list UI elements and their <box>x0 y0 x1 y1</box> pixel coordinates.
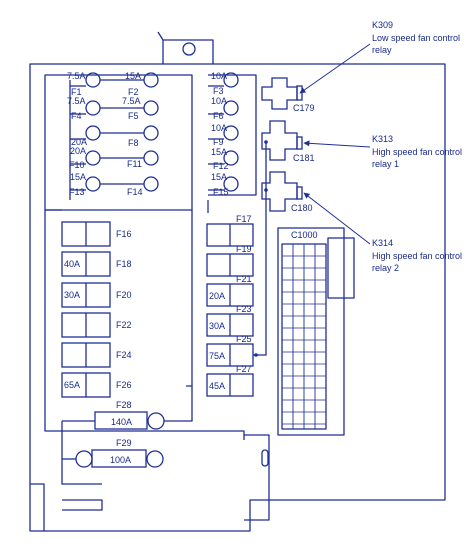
f10-label: F10 <box>69 160 85 170</box>
k314-line2: relay 2 <box>372 263 399 273</box>
f4-label: F4 <box>71 111 82 121</box>
f20-label: F20 <box>116 290 132 300</box>
f28-label: F28 <box>116 400 132 410</box>
f12-label: F12 <box>213 161 229 171</box>
f26-rating: 65A <box>64 380 80 390</box>
f5-rating: 7.5A <box>122 96 141 106</box>
f4-rating: 7.5A <box>67 96 86 106</box>
f25-rating: 75A <box>209 351 225 361</box>
f9-label: F9 <box>213 137 224 147</box>
f29-rating: 100A <box>110 455 131 465</box>
relay-c179 <box>261 77 298 110</box>
f5-label: F5 <box>128 111 139 121</box>
f20-rating: 30A <box>64 290 80 300</box>
f28-rating: 140A <box>111 417 132 427</box>
relay-c179-label: C179 <box>293 103 315 113</box>
k314-line1: High speed fan control <box>372 251 462 261</box>
f10-rating: 20A <box>70 146 86 156</box>
f19-label: F19 <box>236 244 252 254</box>
relay-c181-label: C181 <box>293 153 315 163</box>
k313-id: K313 <box>372 134 393 144</box>
f15-rating: 15A <box>211 172 227 182</box>
f11-label: F11 <box>127 159 142 169</box>
housing-slot <box>261 449 269 467</box>
housing-inner-lower <box>244 434 270 521</box>
housing-outline <box>29 63 446 532</box>
f24-label: F24 <box>116 350 132 360</box>
f18-label: F18 <box>116 259 132 269</box>
f6-label: F6 <box>213 111 224 121</box>
f7-rating: 20A <box>71 137 87 147</box>
k309-line2: relay <box>372 45 392 55</box>
f21-label: F21 <box>236 274 252 284</box>
f8-label: F8 <box>128 138 139 148</box>
relay-c181 <box>261 120 298 161</box>
housing-bottom-step <box>30 483 45 531</box>
f1-label: F1 <box>71 87 82 97</box>
relay-c180 <box>261 171 298 212</box>
f27-label: F27 <box>236 364 252 374</box>
f23-label: F23 <box>236 304 252 314</box>
connector-pin-grid <box>282 255 326 425</box>
relay-c180-label: C180 <box>291 203 313 213</box>
f26-label: F26 <box>116 380 132 390</box>
mounting-tab <box>162 39 214 64</box>
connector-c1000-label: C1000 <box>291 230 318 240</box>
f18-rating: 40A <box>64 259 80 269</box>
k314-id: K314 <box>372 238 393 248</box>
f2-rating: 15A <box>125 71 141 81</box>
f13-rating: 15A <box>70 172 86 182</box>
f1-rating: 7.5A <box>67 71 86 81</box>
lower-compartment <box>44 210 245 440</box>
k313-line2: relay 1 <box>372 159 399 169</box>
f22-label: F22 <box>116 320 132 330</box>
k313-line1: High speed fan control <box>372 147 462 157</box>
k309-arrow <box>299 43 371 94</box>
f2-label: F2 <box>128 87 139 97</box>
f13-label: F13 <box>69 187 85 197</box>
connector-housing <box>277 227 345 436</box>
k313-arrow <box>303 140 371 148</box>
f21-rating: 20A <box>209 291 225 301</box>
f16-label: F16 <box>116 229 132 239</box>
f3-label: F3 <box>213 86 224 96</box>
f6-rating: 10A <box>211 96 227 106</box>
upper-right-compartment <box>208 74 257 196</box>
mounting-hole <box>182 42 196 56</box>
k309-id: K309 <box>372 20 393 30</box>
f9-rating: 10A <box>211 123 227 133</box>
f14-label: F14 <box>127 187 143 197</box>
f17-label: F17 <box>236 214 252 224</box>
k309-line1: Low speed fan control <box>372 33 460 43</box>
housing-bottom-tab <box>62 499 103 511</box>
f15-label: F15 <box>213 187 229 197</box>
f27-rating: 45A <box>209 381 225 391</box>
k314-arrow <box>303 192 371 245</box>
f12-rating: 15A <box>211 147 227 157</box>
f25-label: F25 <box>236 334 252 344</box>
f3-rating: 10A <box>211 71 227 81</box>
f23-rating: 30A <box>209 321 225 331</box>
f29-label: F29 <box>116 438 132 448</box>
